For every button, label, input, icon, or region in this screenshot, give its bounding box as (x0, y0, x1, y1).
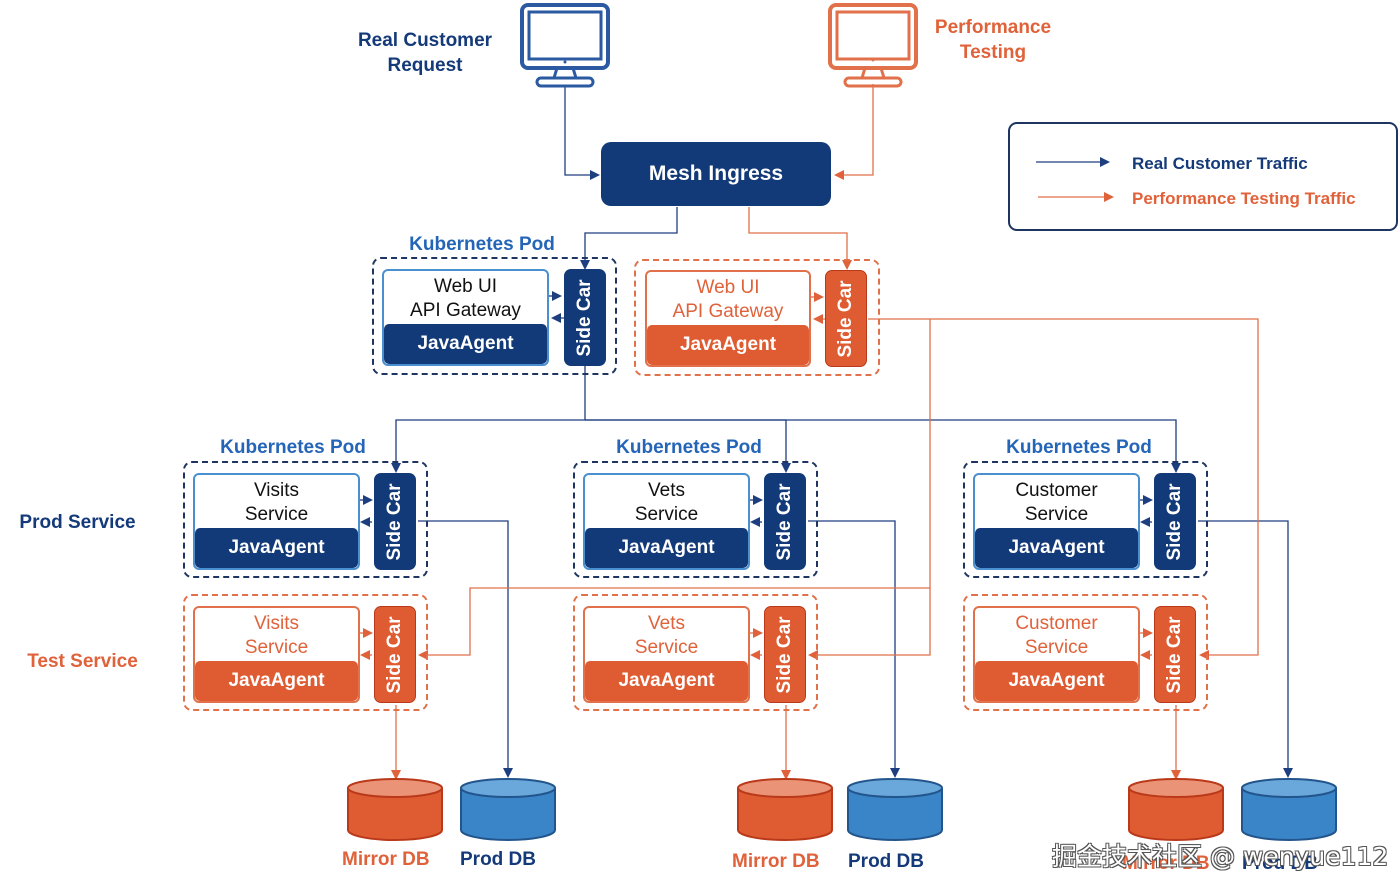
gateway-sidecar-fanout-line (391, 366, 586, 473)
customer-prod-pod (963, 461, 1208, 578)
mirror-db-icon[interactable] (346, 778, 444, 842)
pod-label: Kubernetes Pod (409, 234, 555, 255)
visits-test-sidecar[interactable]: Side Car (374, 606, 416, 703)
vets-prod-pod (573, 461, 818, 578)
javaagent: JavaAgent (975, 661, 1138, 701)
prod-db-icon[interactable] (459, 778, 557, 842)
customer-sidecar-to-proddb-line (1198, 520, 1293, 778)
legend-perf-label: Performance Testing Traffic (1132, 189, 1356, 208)
mirror-db-label: Mirror DB (732, 851, 820, 872)
vets-test-sidecar[interactable]: Side Car (764, 606, 806, 703)
javaagent: JavaAgent (585, 528, 748, 568)
prod-db-label: Prod DB (848, 851, 924, 872)
visits-sidecar-to-proddb-line (418, 520, 513, 778)
customer-test-pod (963, 594, 1208, 711)
customer-test-sidecar[interactable]: Side Car (1154, 606, 1196, 703)
vets-sidecar-to-proddb-line (808, 520, 900, 778)
prod-db-icon[interactable] (1240, 778, 1338, 842)
gateway-prod-pod (372, 257, 617, 375)
mirror-db-icon[interactable] (736, 778, 834, 842)
javaagent: JavaAgent (384, 324, 547, 364)
visits-test-pod (183, 594, 428, 711)
monitor-icon (520, 3, 610, 88)
pod-label: Kubernetes Pod (220, 437, 366, 458)
pod-label: Kubernetes Pod (616, 437, 762, 458)
real-to-ingress-line (564, 86, 600, 180)
javaagent: JavaAgent (975, 528, 1138, 568)
mirror-db-icon[interactable] (1127, 778, 1225, 842)
monitor-icon (828, 3, 918, 88)
gateway-prod-sidecar[interactable]: Side Car (564, 269, 606, 366)
legend-real-label: Real Customer Traffic (1132, 154, 1308, 173)
vets-prod-sidecar[interactable]: Side Car (764, 473, 806, 570)
prod-service-row-label: Prod Service (19, 512, 136, 533)
prod-db-label: Prod DB (460, 849, 536, 870)
vets-test-pod (573, 594, 818, 711)
pod-label: Kubernetes Pod (1006, 437, 1152, 458)
customer-prod-sidecar[interactable]: Side Car (1154, 473, 1196, 570)
prod-db-icon[interactable] (846, 778, 944, 842)
real-customer-request-label: Real Customer Request (357, 30, 493, 76)
watermark: 掘金技术社区 @ wenyue112 (1052, 842, 1389, 871)
mirror-db-label: Mirror DB (1122, 853, 1210, 874)
gateway-test-sidecar[interactable]: Side Car (825, 270, 867, 367)
mirror-db-label: Mirror DB (342, 849, 430, 870)
gateway-test-pod (634, 259, 880, 376)
visits-prod-sidecar[interactable]: Side Car (374, 473, 416, 570)
visits-prod-pod (183, 461, 428, 578)
javaagent: JavaAgent (195, 528, 358, 568)
test-service-row-label: Test Service (27, 651, 138, 672)
legend: Real Customer Traffic Performance Testin… (1008, 122, 1398, 231)
javaagent: JavaAgent (585, 661, 748, 701)
performance-testing-label: Performance Testing (934, 17, 1052, 63)
perf-to-ingress-line (834, 84, 874, 180)
javaagent: JavaAgent (195, 661, 358, 701)
prod-db-label: Prod DB (1242, 853, 1318, 874)
mesh-ingress[interactable]: Mesh Ingress (601, 142, 831, 206)
javaagent: JavaAgent (647, 325, 809, 365)
